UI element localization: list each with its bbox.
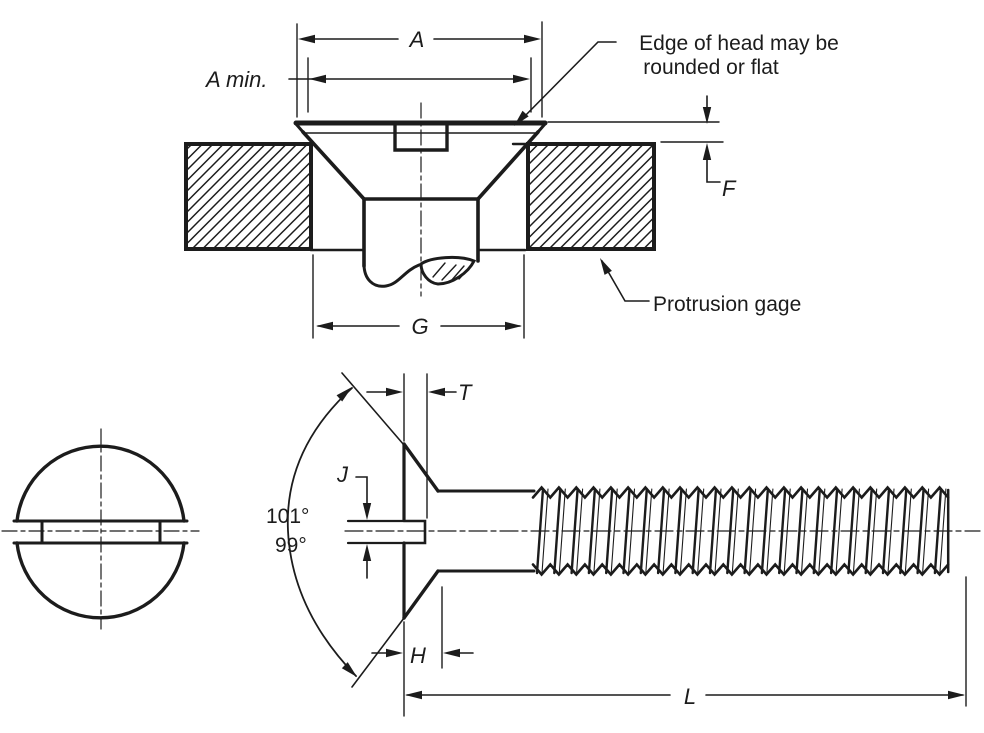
shank-neck	[436, 489, 536, 573]
shank-break	[362, 255, 477, 288]
arrowhead	[514, 110, 529, 126]
head-outline-upper-arc	[15, 444, 186, 523]
arrowhead	[309, 74, 326, 84]
arrowhead	[443, 648, 460, 658]
dim-label-f: F	[722, 176, 737, 201]
dim-label-h: H	[410, 643, 426, 668]
arrowhead	[386, 387, 403, 397]
thread-profile	[531, 485, 950, 500]
lens-hatch	[432, 262, 471, 282]
gage-section-view: A A min. F G Edge of head may be rounded…	[184, 21, 839, 339]
arrowhead	[600, 258, 612, 275]
dim-label-g: G	[411, 314, 428, 339]
side-view-head	[402, 442, 536, 620]
gage-left-block	[184, 142, 313, 251]
arrowhead	[362, 544, 372, 561]
gage-extension-lines	[296, 21, 724, 339]
dim-label-a-min: A min.	[204, 67, 268, 92]
arrowhead	[524, 34, 541, 44]
edge-note-leader	[516, 41, 617, 125]
edge-note-line1: Edge of head may be	[639, 32, 839, 55]
screw-side-view	[286, 372, 981, 717]
thread-profile	[531, 562, 950, 577]
edge-note-line2: rounded or flat	[643, 56, 779, 79]
threaded-shank	[531, 485, 950, 577]
thread-profile	[535, 487, 943, 575]
dim-label-t: T	[458, 380, 473, 405]
arrowhead	[298, 34, 315, 44]
slot-end-edges	[40, 519, 162, 545]
head-front-view	[1, 428, 200, 630]
side-view-slot	[402, 519, 427, 545]
angle-label-101: 101°	[266, 505, 309, 528]
arrowhead	[513, 74, 530, 84]
dim-label-l: L	[684, 684, 696, 709]
slot-extension-lines	[346, 519, 405, 545]
side-view-extension-lines	[346, 373, 967, 717]
arrowhead	[948, 690, 965, 700]
arrowhead	[362, 503, 372, 520]
dimension-arrowheads	[298, 34, 965, 700]
protrusion-gage-leader	[601, 260, 650, 302]
arrowhead	[505, 321, 522, 331]
dim-label-a: A	[408, 27, 425, 52]
gage-right-block	[526, 142, 656, 251]
head-outline-lower-arc	[15, 541, 186, 620]
arrowhead	[428, 387, 445, 397]
dim-label-j: J	[336, 462, 349, 487]
cone-angle-arc	[286, 387, 357, 677]
arrowhead	[341, 662, 357, 677]
arrowhead	[386, 648, 403, 658]
arrowhead	[702, 107, 712, 124]
cone-angle-extension-lines	[341, 372, 405, 688]
arrowhead	[702, 143, 712, 160]
arrowhead	[336, 387, 352, 402]
arrowhead	[405, 690, 422, 700]
angle-label-99: 99°	[275, 534, 307, 557]
protrusion-gage-label: Protrusion gage	[653, 293, 801, 316]
dimension-j	[355, 476, 368, 579]
arrowhead	[316, 321, 333, 331]
thread-profile	[541, 488, 947, 574]
